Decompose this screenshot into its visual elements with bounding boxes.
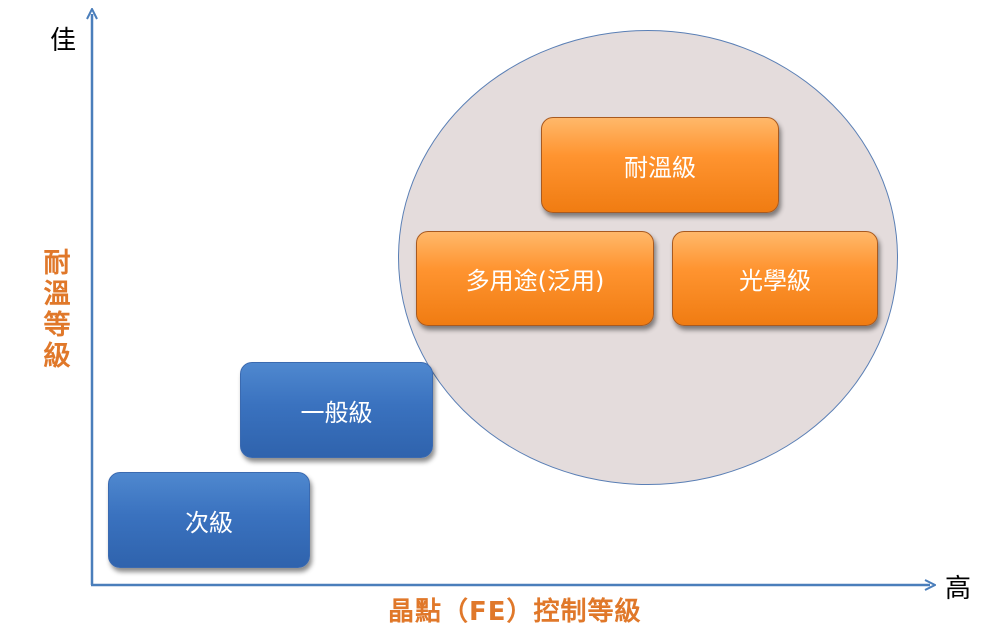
- box-general-grade: 一般級: [240, 362, 433, 458]
- y-axis-top-label: 佳: [50, 26, 77, 56]
- box-heat-resistant-grade: 耐溫級: [541, 117, 779, 213]
- box-heat-resistant-grade-label: 耐溫級: [624, 153, 696, 182]
- box-optical-grade: 光學級: [672, 231, 878, 326]
- box-secondary-grade: 次級: [108, 472, 310, 568]
- y-axis-title: 耐溫等級: [43, 248, 71, 372]
- x-axis-right-label: 高: [945, 574, 972, 604]
- x-axis-title: 晶點（FE）控制等級: [388, 597, 642, 627]
- box-general-grade-label: 一般級: [300, 398, 373, 427]
- box-secondary-grade-label: 次級: [185, 508, 233, 537]
- box-optical-grade-label: 光學級: [739, 267, 811, 295]
- box-multipurpose-grade: 多用途(泛用): [416, 231, 654, 326]
- box-multipurpose-grade-label: 多用途(泛用): [465, 267, 605, 295]
